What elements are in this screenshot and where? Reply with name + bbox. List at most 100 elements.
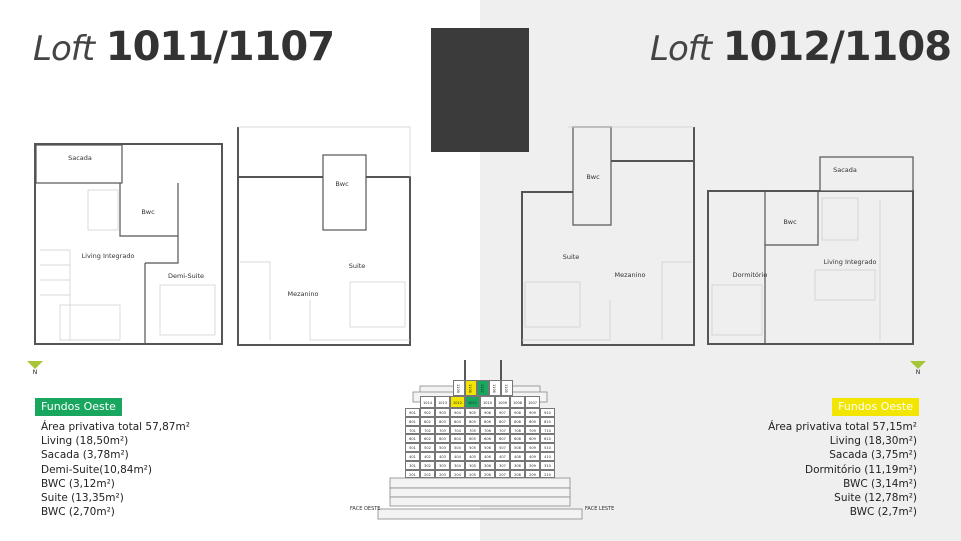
spec-line: Living (18,30m²): [829, 435, 917, 448]
unit-cell: 1109: [453, 380, 465, 396]
unit-cell: 305: [465, 460, 480, 470]
unit-cell: 1007: [525, 396, 540, 408]
unit-cell: 707: [495, 425, 510, 435]
unit-cell: 810: [540, 416, 555, 426]
unit-cell: 504: [450, 443, 465, 452]
unit-cell: 1010: [480, 396, 495, 408]
unit-cell: 701: [405, 425, 420, 435]
unit-cell: 509: [525, 443, 540, 452]
unit-cell: 201: [405, 469, 420, 479]
spec-line: Living (18,50m²): [41, 435, 129, 448]
unit-cell: 601: [405, 434, 420, 444]
unit-cell: 507: [495, 443, 510, 452]
unit-cell: 806: [480, 416, 495, 426]
unit-cell: 205: [465, 469, 480, 479]
loft-label: Loft: [33, 29, 95, 69]
unit-cell: 1105: [501, 380, 513, 396]
spec-line: Sacada (3,75m²): [829, 449, 917, 462]
unit-cell: 703: [435, 425, 450, 435]
room-label-bwc: Bwc: [783, 218, 797, 226]
unit-cell: 902: [420, 408, 435, 417]
unit-cell: 209: [525, 469, 540, 479]
unit-cell: 301: [405, 460, 420, 470]
unit-cell: 908: [510, 408, 525, 417]
unit-cell: 1013: [435, 396, 450, 408]
room-label-bwc: Bwc: [335, 180, 349, 188]
room-label-living: Living Integrado: [823, 258, 877, 266]
unit-cell: 403: [435, 452, 450, 461]
unit-cell: 508: [510, 443, 525, 452]
image-placeholder: [431, 28, 529, 152]
unit-cell: 904: [450, 408, 465, 417]
unit-cell: 204: [450, 469, 465, 479]
room-label-dormitorio: Dormitório: [732, 271, 768, 279]
unit-cell: 808: [510, 416, 525, 426]
spec-line: BWC (3,14m²): [843, 477, 917, 490]
room-label-mezanino: Mezanino: [614, 271, 646, 279]
north-label: N: [915, 369, 921, 376]
unit-cell: 308: [510, 460, 525, 470]
unit-cell: 805: [465, 416, 480, 426]
unit-cell: 606: [480, 434, 495, 444]
unit-cell: 807: [495, 416, 510, 426]
unit-cell: 407: [495, 452, 510, 461]
spec-line: Dormitório (11,19m²): [804, 463, 917, 476]
unit-cell: 603: [435, 434, 450, 444]
unit-cell: 1011: [465, 396, 480, 408]
spec-line: Área privativa total 57,87m²: [41, 421, 190, 433]
room-label-sacada: Sacada: [833, 166, 857, 174]
right-background: [480, 0, 961, 541]
room-label-bwc: Bwc: [586, 173, 600, 181]
unit-cell: 1008: [510, 396, 525, 408]
orientation-badge: Fundos Oeste: [35, 398, 122, 416]
unit-cell: 705: [465, 425, 480, 435]
unit-cell: 602: [420, 434, 435, 444]
unit-cell: 408: [510, 452, 525, 461]
unit-cell: 607: [495, 434, 510, 444]
unit-cell: 406: [480, 452, 495, 461]
orientation-badge: Fundos Oeste: [832, 398, 919, 416]
unit-cell: 809: [525, 416, 540, 426]
unit-cell: 405: [465, 452, 480, 461]
unit-cell: 907: [495, 408, 510, 417]
unit-cell: 202: [420, 469, 435, 479]
north-indicator: N: [25, 361, 45, 376]
title-left: Loft 1011/1107: [33, 24, 335, 70]
unit-cell: 901: [405, 408, 420, 417]
plan-left-upper: [237, 126, 411, 346]
title-right: Loft 1012/1108: [650, 24, 952, 70]
room-label-demi-suite: Demi-Suite: [167, 272, 205, 280]
unit-cell: 1108: [465, 380, 477, 396]
unit-cell: 505: [465, 443, 480, 452]
spec-line: Área privativa total 57,15m²: [768, 421, 917, 433]
unit-cell: 608: [510, 434, 525, 444]
unit-cell: 503: [435, 443, 450, 452]
unit-cell: 906: [480, 408, 495, 417]
unit-cell: 402: [420, 452, 435, 461]
unit-cell: 309: [525, 460, 540, 470]
room-label-bwc: Bwc: [141, 208, 155, 216]
unit-cell: 502: [420, 443, 435, 452]
unit-cell: 501: [405, 443, 420, 452]
unit-cell: 409: [525, 452, 540, 461]
unit-cell: 709: [525, 425, 540, 435]
plan-right-lower: [707, 156, 914, 345]
area-specs-right: Área privativa total 57,15m² Living (18,…: [768, 420, 917, 519]
loft-label: Loft: [650, 29, 712, 69]
unit-cell: 804: [450, 416, 465, 426]
plan-left-lower: [34, 143, 223, 345]
spec-line: BWC (3,12m²): [41, 477, 115, 490]
unit-cell: 903: [435, 408, 450, 417]
unit-cell: 801: [405, 416, 420, 426]
unit-cell: 303: [435, 460, 450, 470]
unit-cell: 208: [510, 469, 525, 479]
unit-cell: 708: [510, 425, 525, 435]
unit-cell: 304: [450, 460, 465, 470]
area-specs-left: Área privativa total 57,87m² Living (18,…: [41, 420, 190, 519]
unit-cell: 1009: [495, 396, 510, 408]
spec-line: Demi-Suite(10,84m²): [41, 463, 152, 476]
north-arrow-icon: [27, 361, 43, 369]
unit-cell: 1014: [420, 396, 435, 408]
unit-cell: 310: [540, 460, 555, 470]
